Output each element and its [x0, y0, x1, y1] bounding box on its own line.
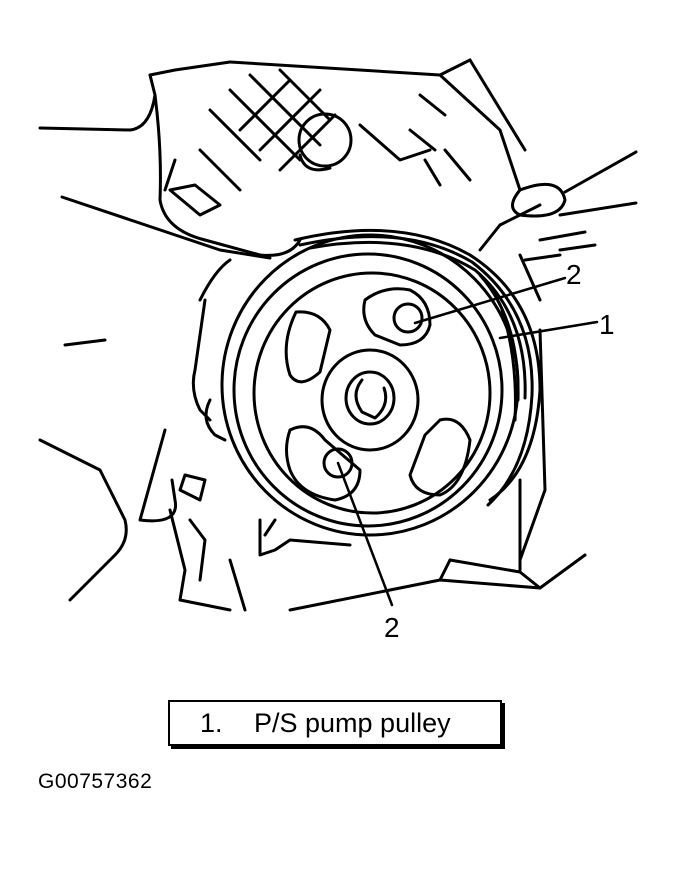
- bracket-lattice: [163, 68, 353, 217]
- callout-2-upper: 2: [566, 259, 582, 290]
- leader-line-1: [498, 320, 599, 340]
- figure-id: G00757362: [38, 770, 153, 793]
- engine-outline: [38, 58, 638, 612]
- pulley-diagram: 2 1 2: [38, 58, 638, 643]
- diagram-svg: 2 1 2: [38, 58, 638, 643]
- legend-box: 1. P/S pump pulley: [168, 700, 502, 746]
- leader-lines: [336, 276, 599, 607]
- legend-item-label: P/S pump pulley: [254, 707, 451, 738]
- callout-2-lower: 2: [384, 612, 400, 643]
- legend-item-number: 1.: [200, 707, 223, 738]
- callout-1: 1: [599, 309, 615, 340]
- leader-line-2b: [336, 461, 394, 607]
- ps-pump-pulley: [220, 228, 542, 537]
- leader-line-2a: [413, 276, 567, 325]
